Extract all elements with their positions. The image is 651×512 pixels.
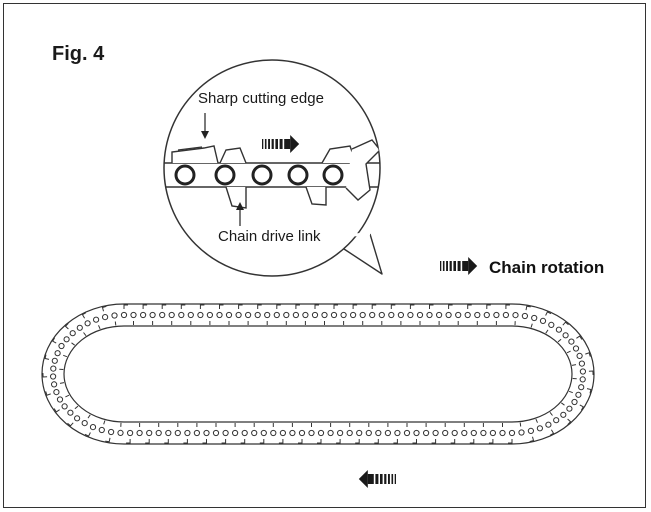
- chain-closeup: [164, 139, 380, 209]
- rotation-arrow-icon: [358, 470, 396, 488]
- chain-drive-link-label: Chain drive link: [218, 228, 321, 245]
- chain-outer-edge: [41, 303, 595, 445]
- bubble-circle: [163, 59, 381, 277]
- rotation-arrow-icon: [262, 135, 300, 153]
- chain-inner-edge: [63, 325, 573, 423]
- bubble-tail: [343, 233, 383, 275]
- closeup-cutter-1: [219, 147, 247, 164]
- rotation-arrow-icon: [440, 257, 478, 275]
- sharp-cutting-edge-label: Sharp cutting edge: [198, 90, 324, 107]
- closeup-cutter-3: [345, 139, 380, 201]
- figure-title: Fig. 4: [52, 43, 105, 65]
- chain-loop: [41, 303, 595, 445]
- closeup-rivets: [174, 164, 344, 186]
- closeup-drive-link-2: [305, 186, 327, 206]
- magnifier-bubble: [163, 59, 383, 277]
- pointer-arrow-icon: [201, 113, 244, 226]
- chain-links: [42, 304, 594, 444]
- closeup-depth-gauge: [171, 145, 219, 164]
- chain-rotation-label: Chain rotation: [489, 258, 605, 277]
